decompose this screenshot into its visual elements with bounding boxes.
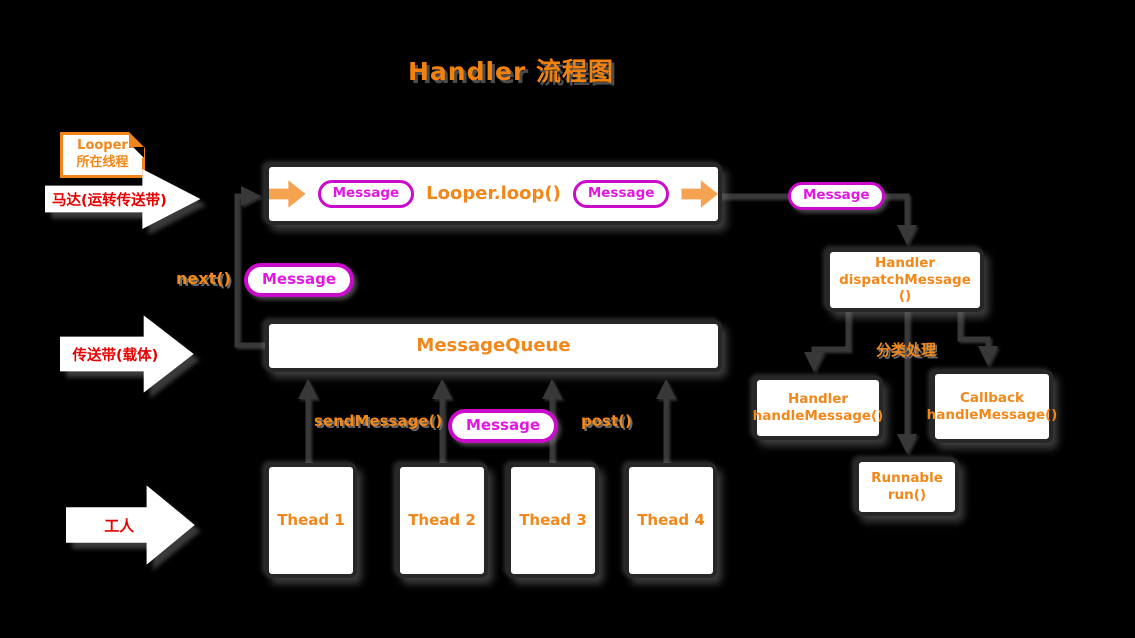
motor-arrow: 马达(运转传送带) — [45, 168, 202, 230]
thread-label: Thead 2 — [408, 511, 476, 530]
dispatch-line: dispatchMessage — [839, 271, 971, 288]
message-pill: Message — [317, 180, 415, 208]
handler-handle-message-box: Handler handleMessage() — [753, 376, 883, 440]
callback-handle-message-box: Callback handleMessage() — [927, 370, 1057, 443]
runnable-line: Runnable — [871, 470, 943, 487]
thread-3-box: Thead 3 — [507, 463, 599, 578]
runnable-run-box: Runnable run() — [855, 458, 959, 516]
belt-arrow-label: 传送带(载体) — [72, 347, 159, 364]
message-pill: Message — [448, 409, 558, 443]
right-arrow-icon — [45, 169, 201, 229]
message-pill: Message — [572, 180, 670, 208]
motor-arrow-label: 马达(运转传送带) — [51, 192, 167, 209]
handler-line: Handler — [787, 391, 849, 408]
send-message-label: sendMessage() — [314, 412, 443, 430]
thread-4-box: Thead 4 — [625, 463, 717, 578]
looper-thread-note: Looper 所在线程 — [60, 132, 145, 178]
looper-loop-box: Message Looper.loop() Message — [265, 163, 722, 225]
right-arrow-icon — [66, 485, 195, 565]
right-arrow-icon — [60, 315, 194, 393]
belt-arrow: 传送带(载体) — [60, 314, 195, 394]
note-line: Looper — [77, 138, 128, 154]
message-pill: Message — [788, 182, 885, 210]
dispatch-message-box: Handler dispatchMessage () — [826, 248, 984, 312]
thread-2-box: Thead 2 — [396, 463, 488, 578]
dispatch-line: () — [898, 288, 912, 305]
handler-line: handleMessage() — [752, 408, 884, 424]
message-queue-box: MessageQueue — [265, 320, 722, 372]
thread-label: Thead 4 — [637, 511, 705, 530]
classify-label: 分类处理 — [876, 341, 937, 359]
page-title: Handler 流程图 — [408, 57, 615, 86]
post-label: post() — [581, 412, 632, 430]
thread-1-box: Thead 1 — [265, 463, 357, 578]
looper-loop-label: Looper.loop() — [426, 182, 561, 204]
message-queue-label: MessageQueue — [416, 334, 571, 356]
message-pill: Message — [244, 263, 354, 297]
next-label: next() — [176, 269, 231, 288]
callback-line: Callback — [959, 389, 1025, 406]
note-fold-icon — [129, 132, 145, 158]
callback-line: handleMessage() — [926, 406, 1058, 423]
flow-arrow-icon — [269, 180, 306, 208]
worker-arrow-label: 工人 — [104, 516, 135, 535]
worker-arrow: 工人 — [66, 484, 196, 566]
dispatch-line: Handler — [874, 254, 936, 271]
runnable-line: run() — [887, 487, 927, 503]
thread-label: Thead 3 — [519, 511, 587, 530]
flow-arrow-icon — [681, 180, 718, 208]
note-line: 所在线程 — [76, 155, 129, 170]
thread-label: Thead 1 — [277, 511, 345, 530]
